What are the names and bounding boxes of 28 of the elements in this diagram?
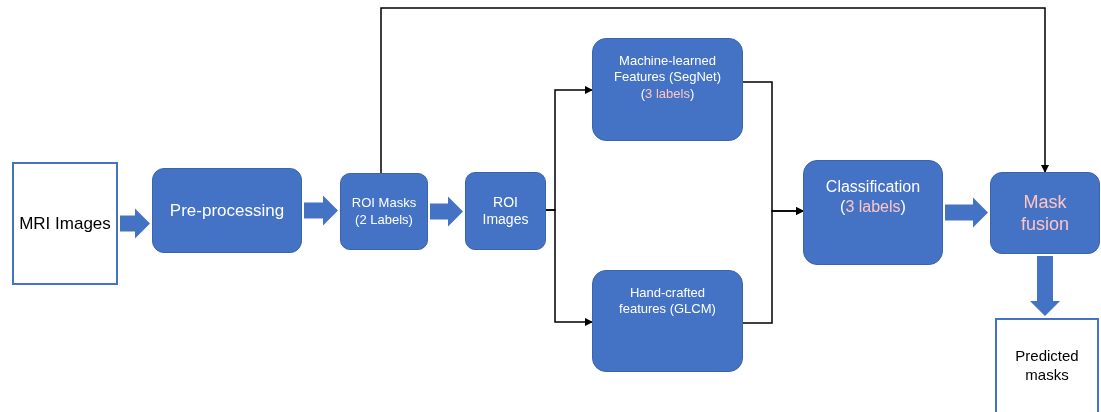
process-box [465, 172, 546, 250]
node-label: Pre-processing [169, 199, 285, 222]
node-label: Mask fusion [1019, 190, 1070, 236]
node-label: (3 labels) [840, 197, 906, 217]
node-label: Hand-crafted features (GLCM) [618, 285, 717, 318]
process-box [990, 172, 1100, 254]
node-label: Classification [825, 177, 921, 197]
node-label: MRI Images [19, 212, 111, 235]
node-label: ROI Images [481, 193, 530, 229]
output-box [995, 318, 1099, 412]
connector-arrow [380, 7, 1049, 174]
block-arrow [945, 197, 988, 228]
block-arrow [1030, 256, 1060, 316]
process-box [340, 173, 428, 250]
node-label: (3 labels) [640, 85, 695, 102]
process-box [592, 270, 743, 372]
input-box [12, 162, 118, 285]
node-label: ROI Masks (2 Labels) [350, 195, 418, 228]
block-arrow [430, 196, 463, 227]
block-arrow [304, 195, 338, 226]
node-label: Machine-learned Features (SegNet) [613, 53, 722, 86]
connector-arrow [742, 207, 804, 324]
process-box [803, 160, 943, 265]
process-box [592, 38, 743, 141]
block-arrow [120, 208, 150, 239]
node-label: Predicted masks [1014, 347, 1080, 385]
connector-arrow [545, 209, 593, 326]
process-box [152, 168, 302, 253]
